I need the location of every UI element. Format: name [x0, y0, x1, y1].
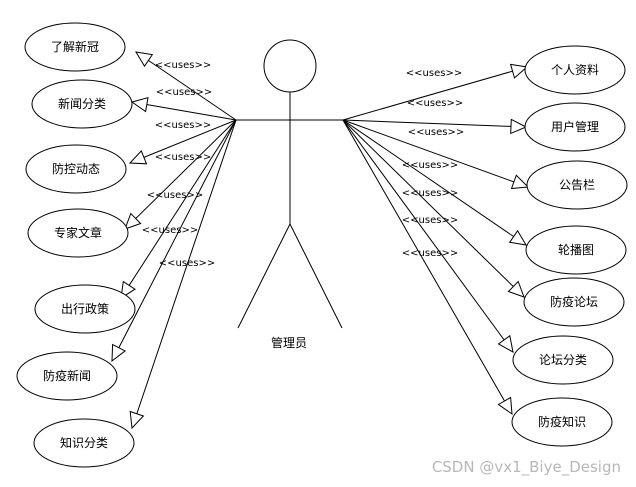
- left-edge-4: [124, 119, 237, 230]
- right-use-case-label-7: 防疫知识: [538, 414, 586, 429]
- left-edge-1: [135, 51, 237, 121]
- left-use-case-label-4: 专家文章: [54, 225, 102, 240]
- left-arrowhead-1: [135, 51, 154, 68]
- actor-left-leg: [237, 223, 291, 329]
- right-arrowhead-1: [509, 63, 529, 79]
- left-edge-7: [131, 119, 237, 429]
- left-use-case-4: [27, 208, 129, 258]
- left-arrowhead-6: [111, 343, 127, 363]
- left-use-case-6: [16, 351, 118, 401]
- right-use-case-7: [511, 397, 613, 447]
- left-uses-label-6: <<uses>>: [142, 225, 198, 236]
- right-edge-5: [342, 119, 525, 298]
- left-use-case-7: [33, 418, 135, 468]
- left-use-case-label-5: 出行政策: [61, 302, 109, 316]
- right-use-case-2: [524, 102, 626, 152]
- right-arrowhead-7: [497, 396, 513, 416]
- actor-head: [263, 39, 317, 93]
- left-use-case-label-3: 防控动态: [52, 161, 100, 176]
- right-use-case-label-2: 用户管理: [551, 119, 599, 134]
- right-use-case-3: [526, 160, 628, 210]
- right-uses-label-1: <<uses>>: [406, 68, 462, 79]
- right-edge-6: [342, 119, 514, 353]
- right-arrowhead-6: [497, 334, 514, 353]
- right-uses-label-2: <<uses>>: [407, 98, 463, 109]
- actor-admin: 管理员: [236, 39, 343, 350]
- right-use-case-label-1: 个人资料: [551, 63, 599, 77]
- left-use-case-label-7: 知识分类: [60, 436, 108, 450]
- watermark: CSDN @vx1_Biye_Design: [432, 458, 621, 477]
- left-use-case-label-1: 了解新冠: [51, 39, 99, 54]
- right-uses-label-5: <<uses>>: [402, 188, 458, 199]
- association-edges: <<uses>> <<uses>> <<uses>> <<uses>> <<uses>>…: [111, 51, 530, 430]
- right-uses-label-3: <<uses>>: [408, 127, 464, 138]
- left-use-case-2: [31, 79, 133, 129]
- right-use-case-4: [525, 225, 627, 275]
- right-use-case-5: [523, 277, 625, 327]
- left-uses-label-2: <<uses>>: [156, 87, 212, 98]
- actor-label: 管理员: [271, 335, 307, 350]
- left-use-case-5: [34, 284, 136, 334]
- right-use-case-6: [512, 335, 614, 385]
- left-arrowhead-4: [124, 212, 142, 230]
- right-use-case-label-6: 论坛分类: [539, 353, 587, 367]
- right-use-case-label-4: 轮播图: [558, 243, 594, 257]
- actor-right-leg: [289, 223, 343, 329]
- left-edge-3: [129, 119, 237, 164]
- left-edge-5: [120, 119, 237, 299]
- left-use-case-label-2: 新闻分类: [58, 96, 106, 111]
- right-uses-label-4: <<uses>>: [402, 160, 458, 171]
- left-use-case-1: [24, 22, 126, 72]
- left-uses-label-1: <<uses>>: [155, 60, 211, 71]
- right-edge-3: [342, 119, 529, 188]
- right-arrowhead-2: [510, 118, 528, 135]
- left-edge-6: [111, 119, 237, 362]
- left-uses-label-5: <<uses>>: [147, 190, 203, 201]
- left-uses-label-3: <<uses>>: [155, 120, 211, 131]
- left-uses-label-7: <<uses>>: [159, 258, 215, 269]
- left-use-case-label-6: 防疫新闻: [43, 368, 91, 383]
- right-edge-2: [342, 119, 527, 128]
- right-use-case-label-3: 公告栏: [559, 177, 595, 192]
- right-arrowhead-3: [510, 174, 530, 190]
- right-arrowhead-4: [508, 229, 527, 246]
- left-uses-label-4: <<uses>>: [155, 152, 211, 163]
- left-edge-2: [131, 101, 237, 121]
- right-use-case-label-5: 防疫论坛: [550, 294, 598, 309]
- left-arrowhead-2: [130, 97, 149, 113]
- right-use-case-1: [524, 45, 626, 95]
- right-edge-7: [342, 119, 513, 415]
- right-edge-4: [342, 119, 527, 246]
- right-arrowhead-5: [507, 280, 525, 298]
- right-uses-label-7: <<uses>>: [402, 248, 458, 259]
- left-arrowhead-3: [128, 149, 148, 165]
- left-use-case-3: [25, 144, 127, 194]
- right-edge-1: [342, 66, 528, 121]
- right-uses-label-6: <<uses>>: [402, 215, 458, 226]
- left-arrowhead-7: [129, 410, 145, 430]
